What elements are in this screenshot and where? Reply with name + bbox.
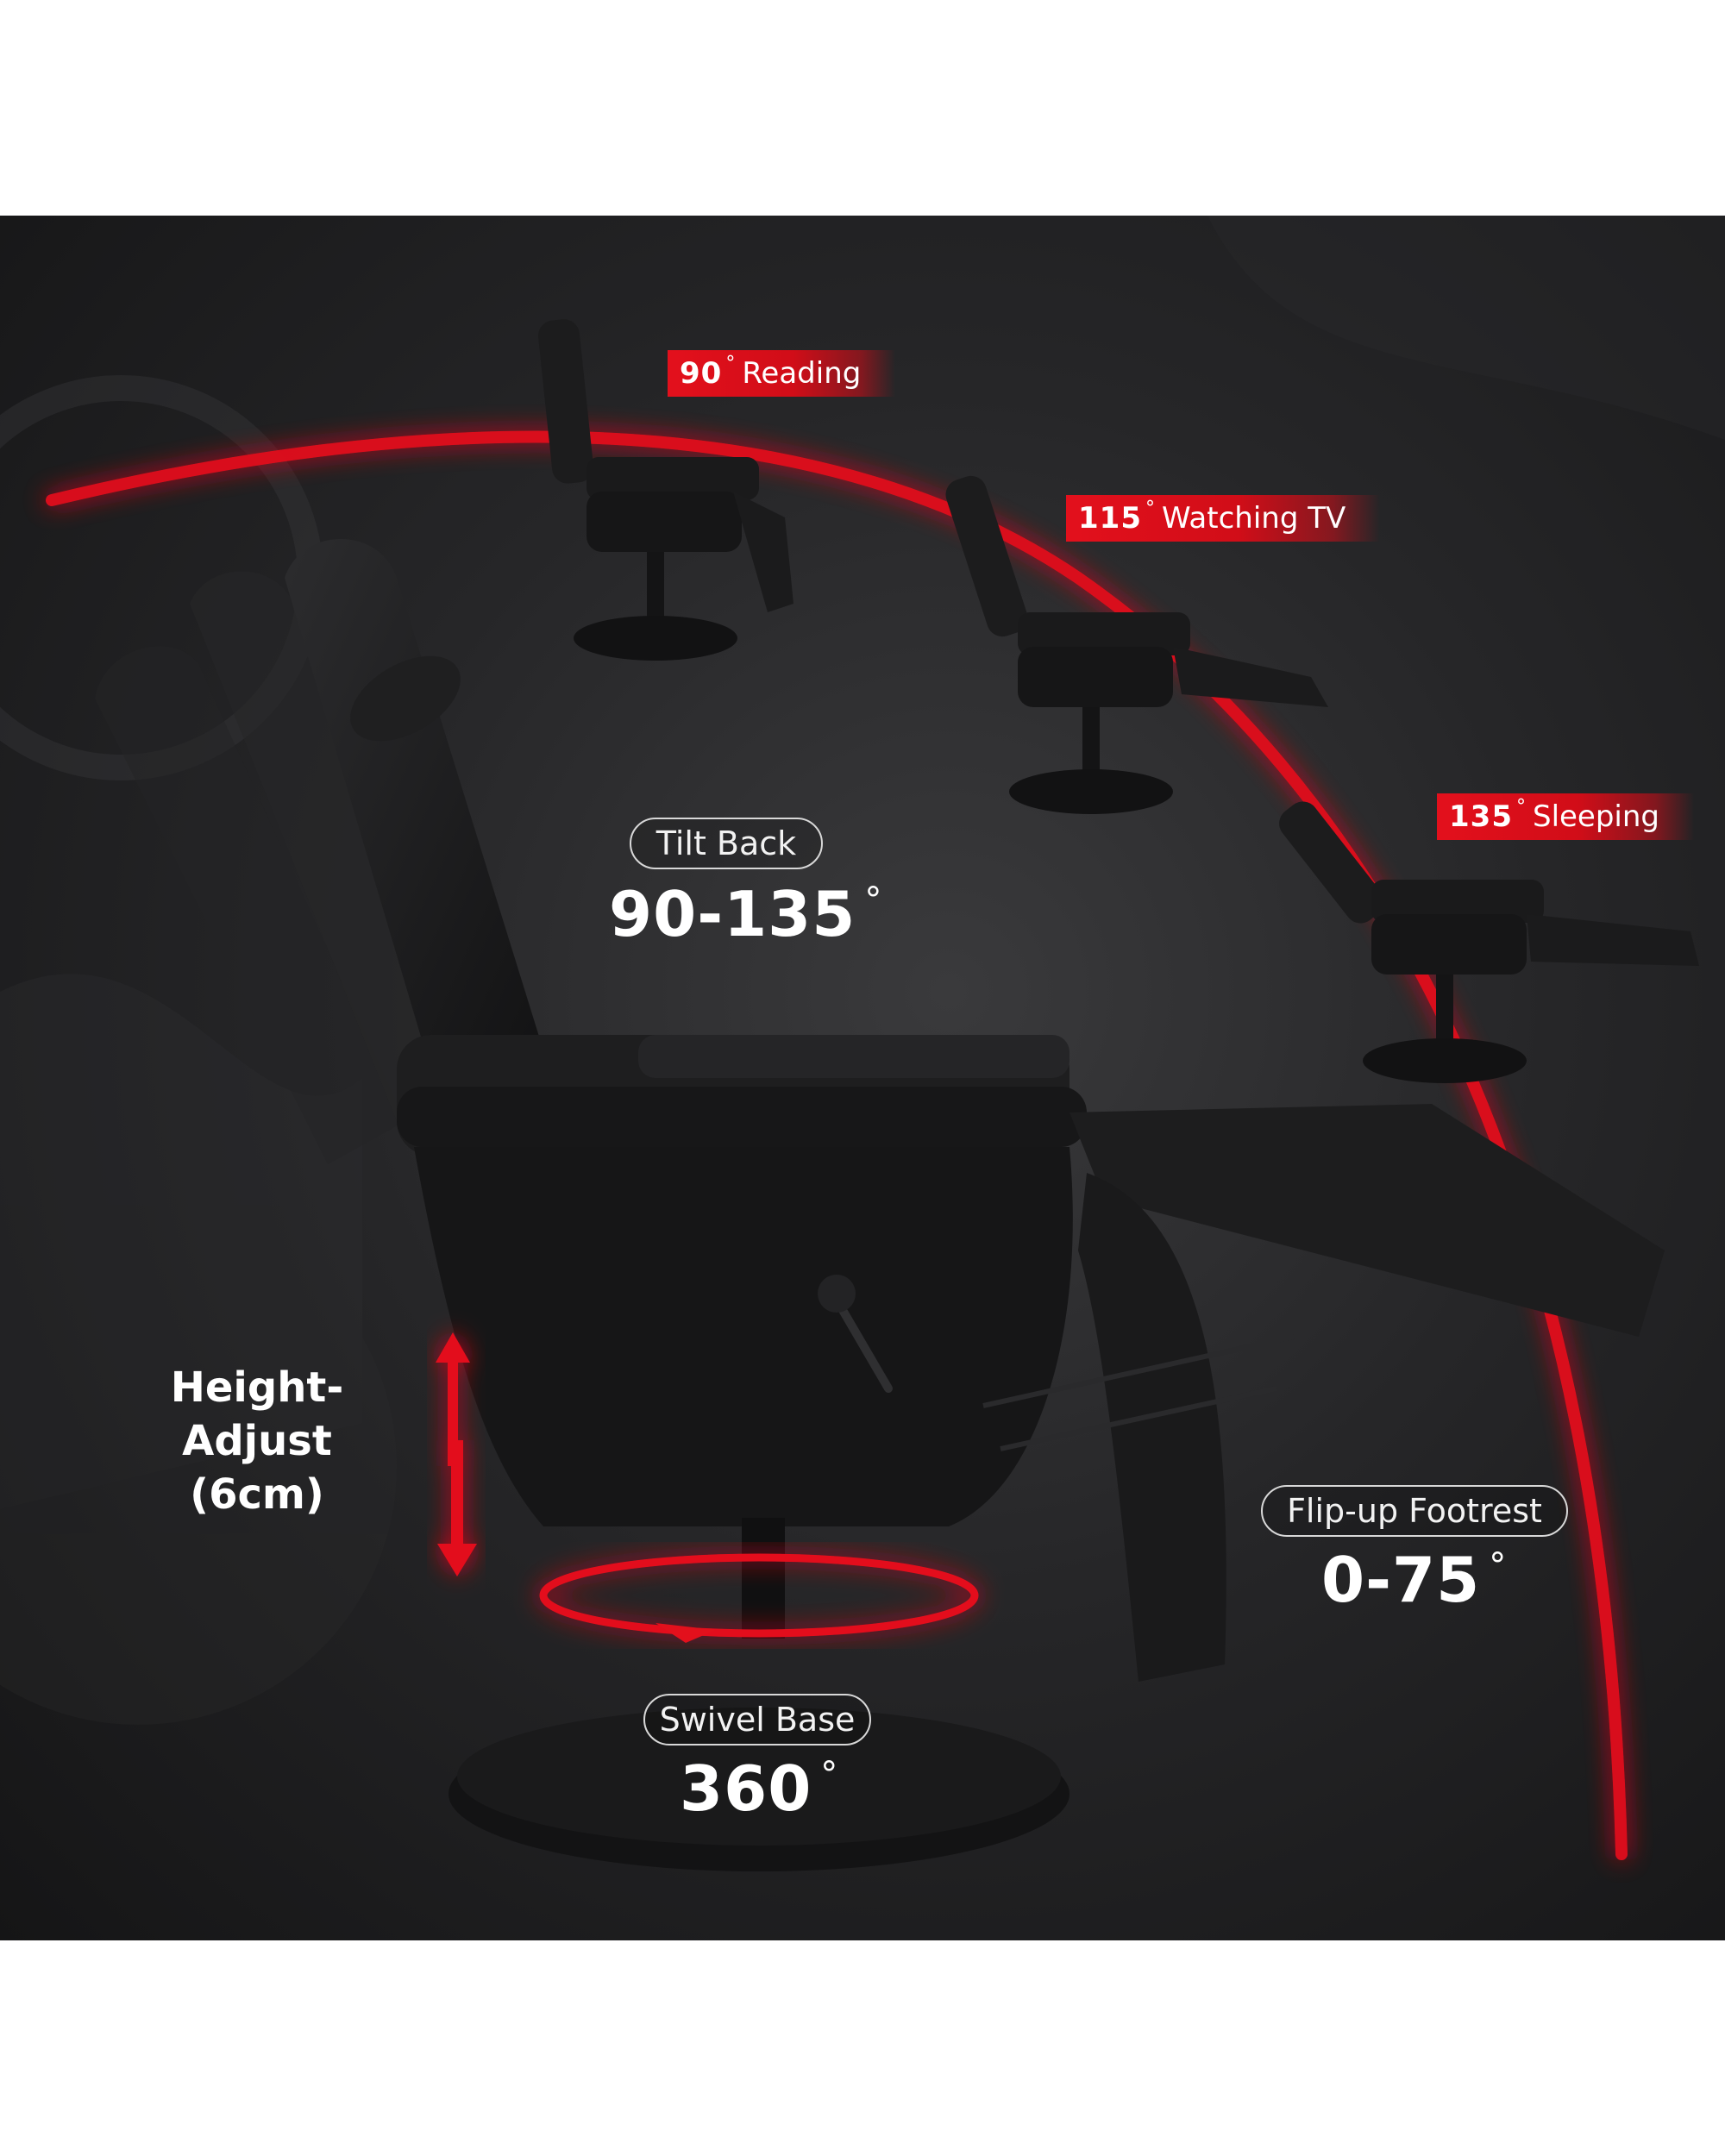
angle-90: 90 bbox=[680, 356, 723, 391]
flip-up-footrest-range: 0-75 bbox=[1321, 1544, 1481, 1616]
swivel-base-angle: 360 bbox=[680, 1752, 812, 1825]
tilt-back-pill: Tilt Back bbox=[630, 818, 823, 869]
recline-tag-reading: 90 ° Reading bbox=[668, 350, 896, 397]
swivel-base-value: 360° bbox=[680, 1752, 838, 1825]
height-arrows-icon bbox=[436, 1332, 477, 1576]
chair-90-reading-image bbox=[538, 319, 794, 661]
tilt-back-value: 90-135° bbox=[609, 878, 882, 950]
angle-115: 115 bbox=[1078, 501, 1142, 536]
recline-tag-sleeping: 135 ° Sleeping bbox=[1437, 793, 1695, 840]
flip-up-footrest-pill: Flip-up Footrest bbox=[1261, 1485, 1568, 1537]
angle-135: 135 bbox=[1449, 799, 1513, 834]
degree-symbol: ° bbox=[725, 352, 736, 374]
height-adjust-detail: (6cm) bbox=[190, 1470, 324, 1519]
tilt-back-range: 90-135 bbox=[609, 878, 856, 950]
degree-symbol: ° bbox=[1515, 795, 1526, 818]
swivel-base-pill: Swivel Base bbox=[643, 1694, 871, 1745]
recline-tag-watching-tv: 115 ° Watching TV bbox=[1066, 495, 1381, 542]
degree-symbol: ° bbox=[864, 881, 883, 920]
label-reading: Reading bbox=[742, 356, 862, 391]
height-adjust-title: Height-Adjust bbox=[170, 1363, 344, 1465]
degree-symbol: ° bbox=[820, 1755, 839, 1795]
chair-115-watching-tv-image bbox=[945, 475, 1328, 814]
swivel-arrow-icon bbox=[656, 1623, 716, 1643]
main-chair-image bbox=[95, 539, 1665, 1871]
label-sleeping: Sleeping bbox=[1532, 799, 1660, 834]
label-watching-tv: Watching TV bbox=[1161, 501, 1346, 536]
chair-scene bbox=[0, 216, 1725, 1871]
product-banner: 90 ° Reading 115 ° Watching TV 135 ° Sle… bbox=[0, 216, 1725, 1940]
degree-symbol: ° bbox=[1145, 497, 1155, 519]
swivel-ring bbox=[539, 1553, 979, 1638]
chair-135-sleeping-image bbox=[1279, 801, 1699, 1083]
degree-symbol: ° bbox=[1489, 1546, 1508, 1586]
height-adjust-label: Height-Adjust (6cm) bbox=[97, 1361, 417, 1521]
flip-up-footrest-value: 0-75° bbox=[1321, 1544, 1507, 1616]
background-artwork bbox=[0, 216, 1725, 1725]
